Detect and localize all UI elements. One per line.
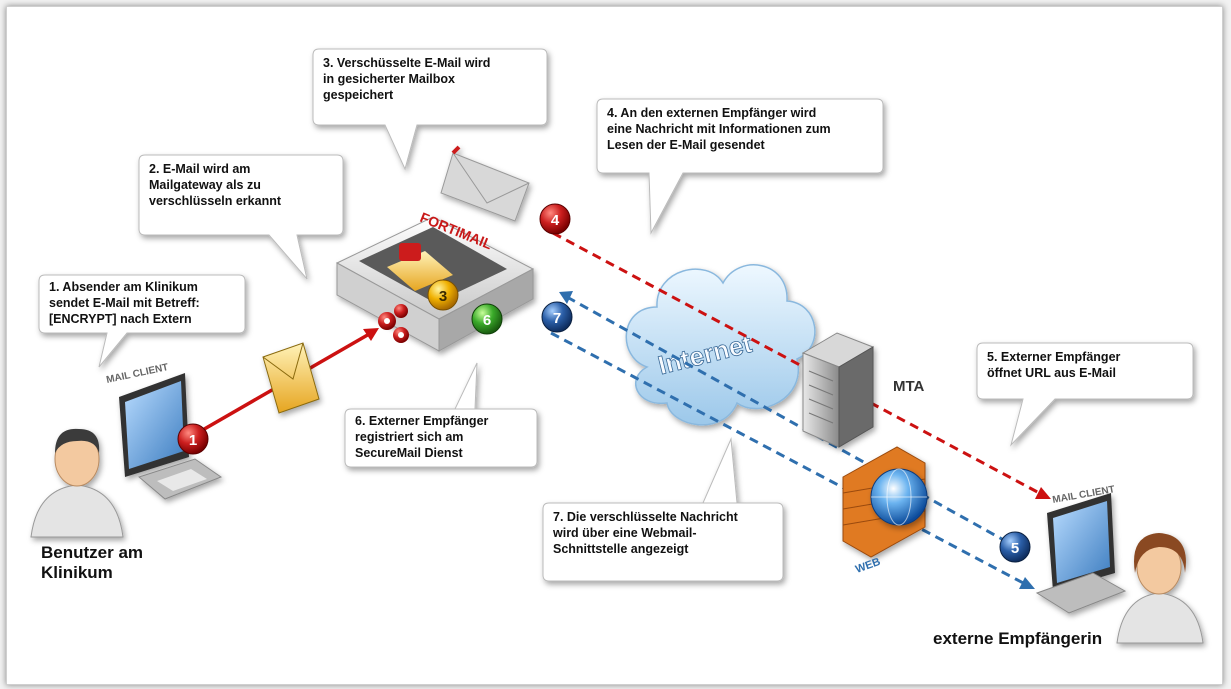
diagram-canvas: Internet MAIL CLIENT <box>30 48 1204 644</box>
recipient-person-icon <box>1116 533 1204 644</box>
step-5-label: 5 <box>1011 540 1019 557</box>
step-marker-1: 1 <box>177 423 209 455</box>
bubble-5-shape <box>976 342 1194 447</box>
step-marker-5: 5 <box>999 531 1031 563</box>
mta-label: MTA <box>893 378 925 395</box>
bubble-5-text: 5. Externer Empfänger öffnet URL aus E-M… <box>987 350 1121 380</box>
step-1-label: 1 <box>189 432 197 449</box>
bubble-3-text: 3. Verschüsselte E-Mail wird in gesicher… <box>323 56 491 102</box>
step-marker-3: 3 <box>427 279 459 311</box>
bubble-4-shape <box>596 98 884 235</box>
step-7-label: 7 <box>553 310 561 327</box>
step-6-label: 6 <box>483 312 491 329</box>
internet-cloud <box>625 264 816 426</box>
arrow-step-7-b <box>550 331 1035 589</box>
right-mail-client-computer-icon <box>1035 493 1127 614</box>
step-marker-7: 7 <box>541 301 573 333</box>
diagram-frame: Internet MAIL CLIENT <box>6 6 1223 685</box>
arrow-step-4 <box>552 231 1051 499</box>
left-mail-client-computer-icon <box>119 373 223 500</box>
bubble-2-shape <box>138 154 344 280</box>
arrow-step-7-a <box>559 291 1028 555</box>
bubble-7-shape <box>542 437 784 582</box>
bubble-3-shape <box>312 48 548 171</box>
bubble-4-text: 4. An den externen Empfänger wird eine N… <box>607 106 831 152</box>
bubble-6-shape <box>344 362 538 468</box>
step-marker-6: 6 <box>471 303 503 335</box>
bubble-1-shape <box>38 274 246 368</box>
web-globe-icon <box>870 468 928 526</box>
bubble-7-text: 7. Die verschlüsselte Nachricht wird übe… <box>553 510 738 556</box>
recipient-label: externe Empfängerin <box>933 629 1103 648</box>
envelope-icon <box>262 342 320 414</box>
secure-mailbox-envelope-icon <box>440 145 530 222</box>
fortimail-gear-icon <box>378 304 409 343</box>
fortimail-appliance-icon <box>335 216 535 352</box>
step-4-label: 4 <box>551 212 560 229</box>
bubble-6-text: 6. Externer Empfänger registriert sich a… <box>355 414 489 460</box>
sender-person-icon <box>30 428 124 538</box>
step-marker-4: 4 <box>539 203 571 235</box>
bubble-2-text: 2. E-Mail wird am Mailgateway als zu ver… <box>149 162 282 208</box>
web-label: WEB <box>854 556 882 576</box>
step-3-label: 3 <box>439 288 447 305</box>
mta-server-icon <box>801 332 875 448</box>
bubble-1-text: 1. Absender am Klinikum sendet E-Mail mi… <box>49 280 200 326</box>
sender-label: Benutzer am Klinikum <box>41 543 144 582</box>
